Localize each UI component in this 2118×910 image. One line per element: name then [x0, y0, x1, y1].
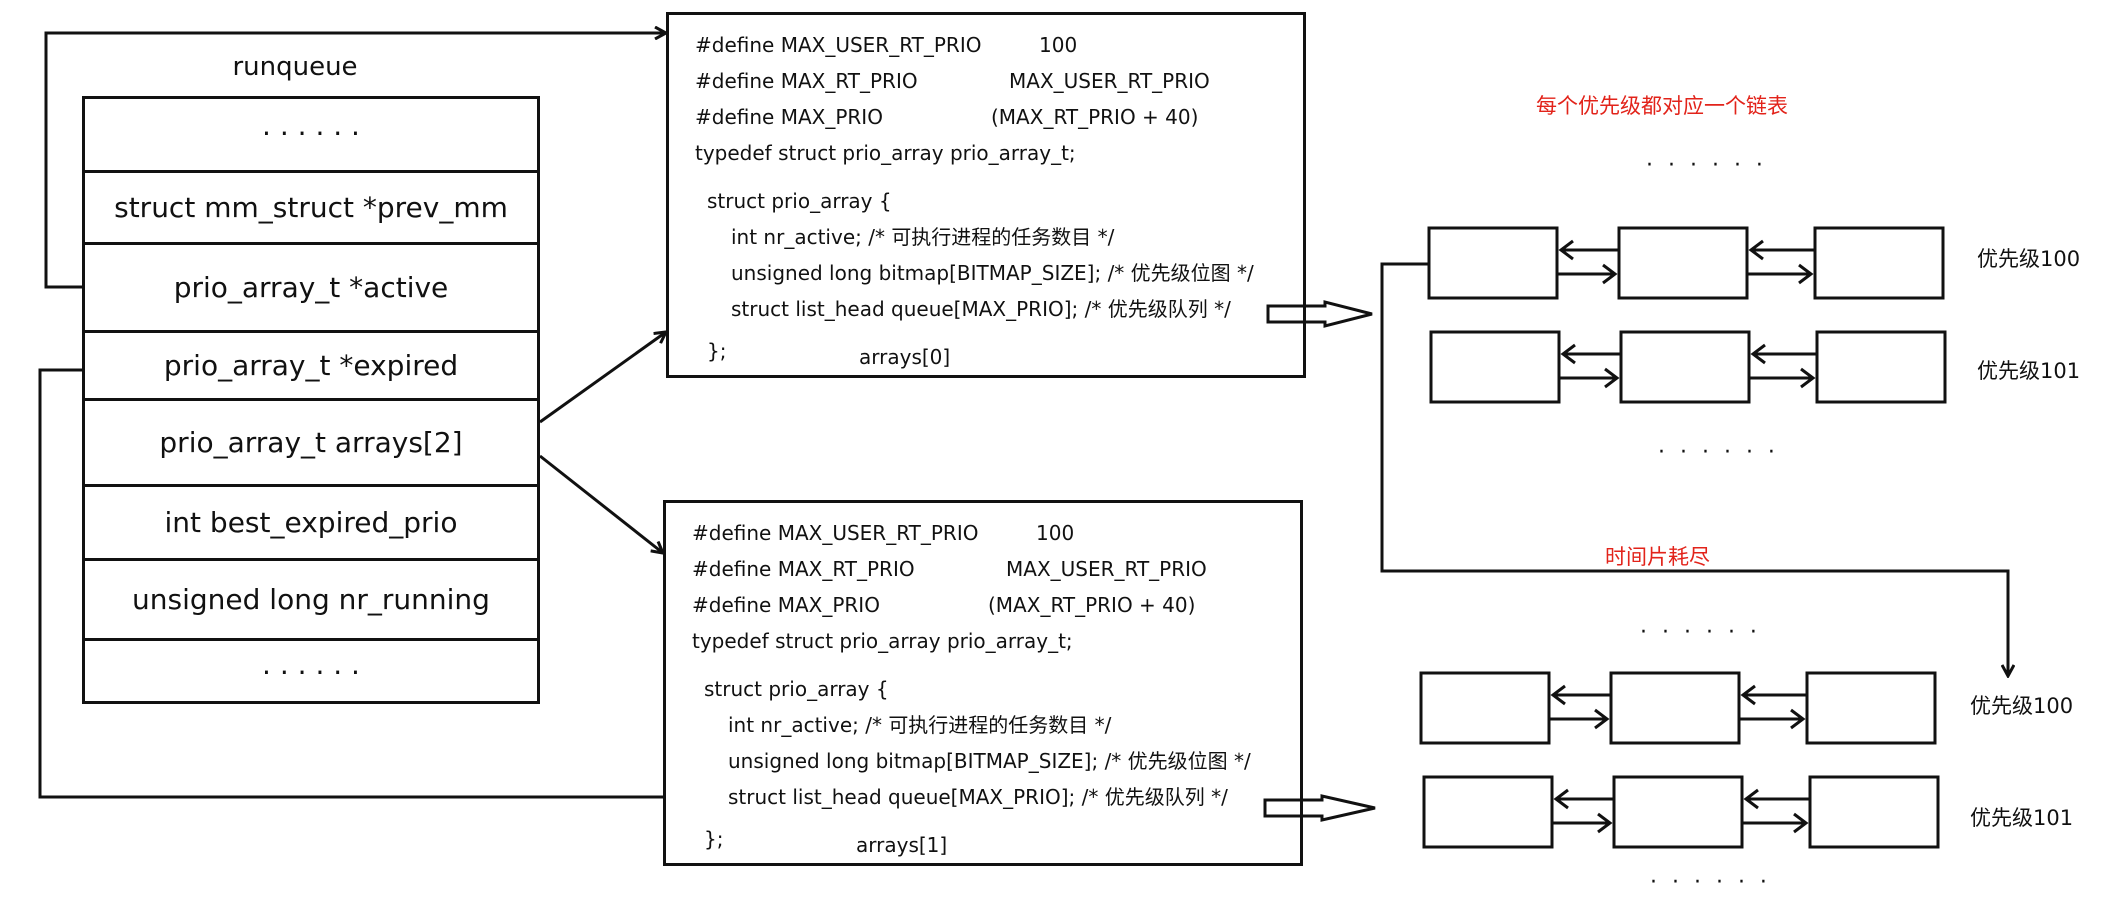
array1-typedef: typedef struct prio_array prio_array_t; — [692, 629, 1073, 653]
runqueue-row-best-expired-prio: int best_expired_prio — [82, 484, 540, 558]
array0-define-max-rt-prio: #define MAX_RT_PRIO — [695, 69, 918, 93]
array0-struct-open: struct prio_array { — [707, 189, 892, 213]
array1-define-max-prio: #define MAX_PRIO — [692, 593, 880, 617]
array0-caption: arrays[0] — [859, 345, 951, 369]
array0-define-max-prio: #define MAX_PRIO — [695, 105, 883, 129]
array0-define-max-user-rt-prio: #define MAX_USER_RT_PRIO — [695, 33, 982, 57]
array1-define-max-rt-prio-value: MAX_USER_RT_PRIO — [1006, 557, 1207, 581]
array1-struct-open: struct prio_array { — [704, 677, 889, 701]
bottom-queue-ellipsis-below: · · · · · · — [1650, 870, 1771, 895]
bottom-list-101-node-2 — [1612, 775, 1744, 849]
runqueue-row-arrays: prio_array_t arrays[2] — [82, 398, 540, 484]
array1-define-max-rt-prio: #define MAX_RT_PRIO — [692, 557, 915, 581]
runqueue-row-ellipsis-bottom: · · · · · · — [82, 638, 540, 704]
expired-pointer-line — [38, 368, 664, 799]
prio-array-1-box: #define MAX_USER_RT_PRIO 100 #define MAX… — [663, 500, 1303, 866]
arrays-to-array1-arrow — [539, 454, 663, 553]
bottom-priority-101-label: 优先级101 — [1970, 806, 2074, 830]
arrays-to-array0-arrow — [539, 332, 666, 424]
array1-struct-close: }; — [704, 827, 724, 851]
bottom-list-100-node-1 — [1419, 671, 1551, 745]
array1-field-queue: struct list_head queue[MAX_PRIO]; /* 优先级… — [728, 785, 1228, 809]
top-list-101-node-1 — [1429, 330, 1561, 404]
runqueue-row-prev-mm: struct mm_struct *prev_mm — [82, 170, 540, 242]
array0-field-queue: struct list_head queue[MAX_PRIO]; /* 优先级… — [731, 297, 1231, 321]
array0-typedef: typedef struct prio_array prio_array_t; — [695, 141, 1076, 165]
array0-define-max-user-rt-prio-value: 100 — [1039, 33, 1078, 57]
runqueue-row-ellipsis-top: · · · · · · — [262, 116, 360, 150]
prio-array-0-box: #define MAX_USER_RT_PRIO 100 #define MAX… — [666, 12, 1306, 378]
annotation-each-priority-list: 每个优先级都对应一个链表 — [1536, 94, 1788, 118]
bottom-list-100-node-3 — [1805, 671, 1937, 745]
array0-field-bitmap: unsigned long bitmap[BITMAP_SIZE]; /* 优先… — [731, 261, 1254, 285]
array1-field-bitmap: unsigned long bitmap[BITMAP_SIZE]; /* 优先… — [728, 749, 1251, 773]
array0-field-nr-active: int nr_active; /* 可执行进程的任务数目 */ — [731, 225, 1115, 249]
top-list-100-node-2 — [1617, 226, 1749, 300]
top-list-101-node-3 — [1815, 330, 1947, 404]
array1-define-max-user-rt-prio: #define MAX_USER_RT_PRIO — [692, 521, 979, 545]
array1-define-max-user-rt-prio-value: 100 — [1036, 521, 1075, 545]
annotation-timeslice-exhausted: 时间片耗尽 — [1605, 545, 1710, 569]
runqueue-row-active: prio_array_t *active — [82, 242, 540, 330]
runqueue-row-nr-running: unsigned long nr_running — [82, 558, 540, 638]
runqueue-title: runqueue — [232, 52, 358, 82]
top-queue-ellipsis-above: · · · · · · — [1646, 153, 1767, 178]
queue1-hollow-arrow — [1263, 794, 1376, 822]
array1-define-max-prio-value: (MAX_RT_PRIO + 40) — [988, 593, 1196, 617]
top-priority-101-label: 优先级101 — [1977, 359, 2081, 383]
bottom-queue-ellipsis-above: · · · · · · — [1640, 620, 1761, 645]
top-list-101-node-2 — [1619, 330, 1751, 404]
array0-define-max-prio-value: (MAX_RT_PRIO + 40) — [991, 105, 1199, 129]
timeslice-path-line — [1380, 262, 2008, 676]
top-priority-100-label: 优先级100 — [1977, 247, 2081, 271]
bottom-priority-100-label: 优先级100 — [1970, 694, 2074, 718]
bottom-list-101-node-3 — [1808, 775, 1940, 849]
top-list-100-node-3 — [1813, 226, 1945, 300]
array0-struct-close: }; — [707, 339, 727, 363]
top-queue-ellipsis-below: · · · · · · — [1658, 440, 1779, 465]
bottom-list-101-node-1 — [1422, 775, 1554, 849]
runqueue-row-expired: prio_array_t *expired — [82, 330, 540, 398]
queue0-hollow-arrow — [1266, 300, 1373, 328]
bottom-list-100-node-2 — [1609, 671, 1741, 745]
active-pointer-line — [44, 33, 666, 289]
array1-field-nr-active: int nr_active; /* 可执行进程的任务数目 */ — [728, 713, 1112, 737]
array1-caption: arrays[1] — [856, 833, 948, 857]
array0-define-max-rt-prio-value: MAX_USER_RT_PRIO — [1009, 69, 1210, 93]
top-list-100-node-1 — [1427, 226, 1559, 300]
